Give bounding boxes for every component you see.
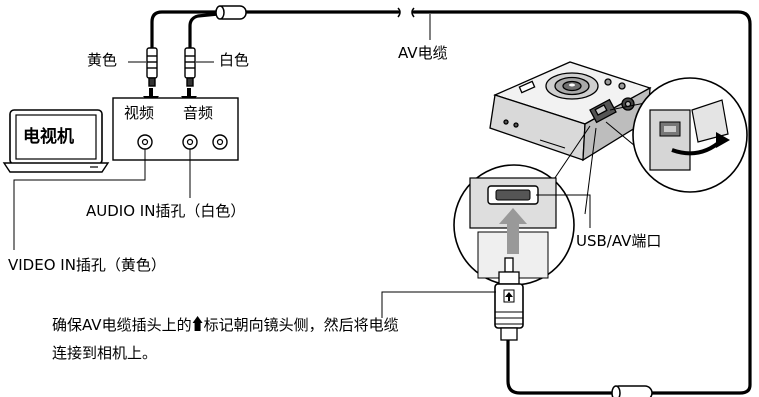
instruction-leader	[381, 291, 496, 318]
usb-av-port-label: USB/AV端口	[576, 232, 662, 250]
white-rca-plug	[184, 47, 196, 87]
av-cable-label: AV电缆	[398, 44, 448, 62]
ferrite-core-top	[215, 5, 247, 20]
audio-in-jack-label: AUDIO IN插孔（白色）	[86, 202, 246, 220]
ferrite-core-bottom	[611, 385, 653, 397]
cable-break-mark	[397, 7, 415, 18]
instruction-line2: 连接到相机上。	[52, 344, 158, 362]
yellow-rca-plug	[146, 47, 158, 87]
camera-illustration	[489, 61, 652, 162]
tv-jack-panel	[112, 97, 239, 161]
av-cable	[150, 10, 752, 395]
camera-side-plug	[494, 257, 524, 341]
instruction-line1-pre: 确保AV电缆插头上的	[52, 316, 192, 334]
up-arrow-mark-icon	[192, 316, 203, 331]
tv-label: 电视机	[23, 127, 74, 147]
video-label: 视频	[124, 104, 155, 122]
instruction-line1: 确保AV电缆插头上的标记朝向镜头侧，然后将电缆	[52, 316, 399, 334]
tv-illustration	[2, 109, 110, 173]
audio-label: 音频	[183, 104, 214, 122]
video-in-jack-label: VIDEO IN插孔（黄色）	[8, 256, 166, 274]
yellow-label: 黄色	[87, 51, 118, 69]
instruction-line1-post: 标记朝向镜头侧，然后将电缆	[203, 316, 399, 334]
white-label: 白色	[219, 51, 250, 69]
port-cover-zoom	[605, 77, 748, 193]
video-in-leader	[13, 149, 146, 250]
usb-port-leader	[536, 194, 591, 228]
